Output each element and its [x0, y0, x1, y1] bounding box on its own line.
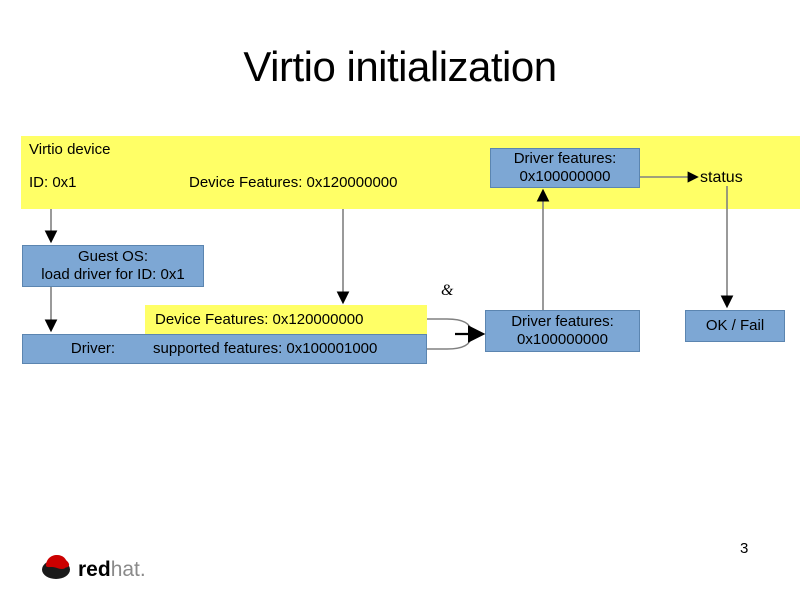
box-device-features-mid-text: Device Features: 0x120000000	[155, 310, 364, 328]
box-device-features-mid: Device Features: 0x120000000	[145, 305, 427, 334]
redhat-logo: redhat.	[38, 552, 158, 586]
box-ok-fail-text: OK / Fail	[705, 317, 765, 334]
status-label: status	[700, 169, 743, 186]
redhat-wordmark-hat: hat	[110, 558, 140, 581]
redhat-shadowman-icon	[42, 555, 70, 579]
page-number: 3	[740, 540, 749, 557]
box-driver-features-top: Driver features: 0x100000000	[490, 148, 640, 188]
box-guest-os-line1: Guest OS:	[77, 248, 149, 265]
box-driver-supported-features: supported features: 0x100001000	[153, 340, 378, 357]
box-driver-features-top-line2: 0x100000000	[519, 168, 611, 185]
box-driver-features-top-line1: Driver features:	[513, 150, 617, 167]
banner-device-features: Device Features: 0x120000000	[189, 174, 398, 191]
virtio-device-banner: Virtio device ID: 0x1 Device Features: 0…	[21, 136, 800, 209]
redhat-wordmark-red: red	[78, 558, 111, 581]
and-operator-label: &	[441, 282, 454, 299]
banner-device-id: ID: 0x1	[29, 174, 77, 191]
merge-connector-driver	[427, 334, 472, 350]
box-guest-os: Guest OS: load driver for ID: 0x1	[22, 245, 204, 287]
box-guest-os-line2: load driver for ID: 0x1	[41, 266, 185, 283]
banner-device-label: Virtio device	[29, 141, 111, 158]
redhat-wordmark-dot: .	[139, 558, 146, 581]
box-driver-features-bottom-line2: 0x100000000	[517, 331, 608, 348]
redhat-wordmark: redhat.	[78, 558, 146, 582]
box-driver-features-bottom: Driver features: 0x100000000	[485, 310, 640, 352]
box-driver-features-bottom-line1: Driver features:	[511, 313, 614, 330]
box-driver-label: Driver:	[70, 340, 116, 357]
page-title: Virtio initialization	[243, 43, 557, 90]
merge-connector-device-features	[427, 318, 472, 335]
box-driver: Driver: supported features: 0x100001000	[22, 334, 427, 364]
box-ok-fail: OK / Fail	[685, 310, 785, 342]
